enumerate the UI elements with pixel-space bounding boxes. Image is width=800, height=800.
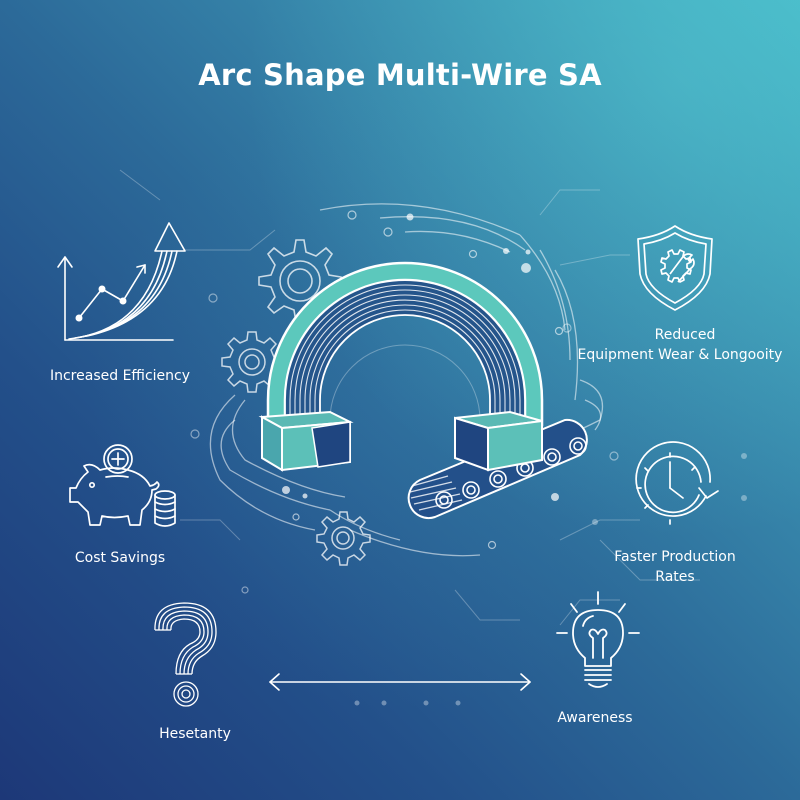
benefit-label-wear-line1: Reduced	[654, 327, 716, 343]
gear-icon-small-left	[221, 331, 283, 393]
benefit-label-efficiency: Increased Efficiency	[49, 368, 191, 384]
spectrum-label-left: Hesetanty	[159, 726, 231, 742]
spectrum-label-right: Awareness	[557, 710, 633, 726]
piggy-bank-coins-icon	[69, 444, 176, 527]
benefit-label-wear-line2: Equipment Wear & Longooity	[577, 347, 783, 363]
benefit-label-cost: Cost Savings	[74, 550, 166, 566]
shield-gear-wrench-icon	[637, 225, 713, 311]
clock-refresh-icon	[635, 441, 719, 525]
gear-icon-bottom	[316, 511, 371, 566]
benefit-label-speed-line1: Faster Production	[614, 549, 736, 565]
page-title: Arc Shape Multi-Wire SA	[198, 58, 602, 92]
growth-chart-arrow-icon	[57, 222, 186, 341]
lightbulb-icon	[556, 591, 640, 688]
question-mark-icon	[154, 602, 217, 707]
benefit-label-speed-line2: Rates	[655, 569, 695, 585]
double-arrow-connector-icon	[269, 673, 531, 691]
arc-wire-icon	[258, 261, 544, 472]
